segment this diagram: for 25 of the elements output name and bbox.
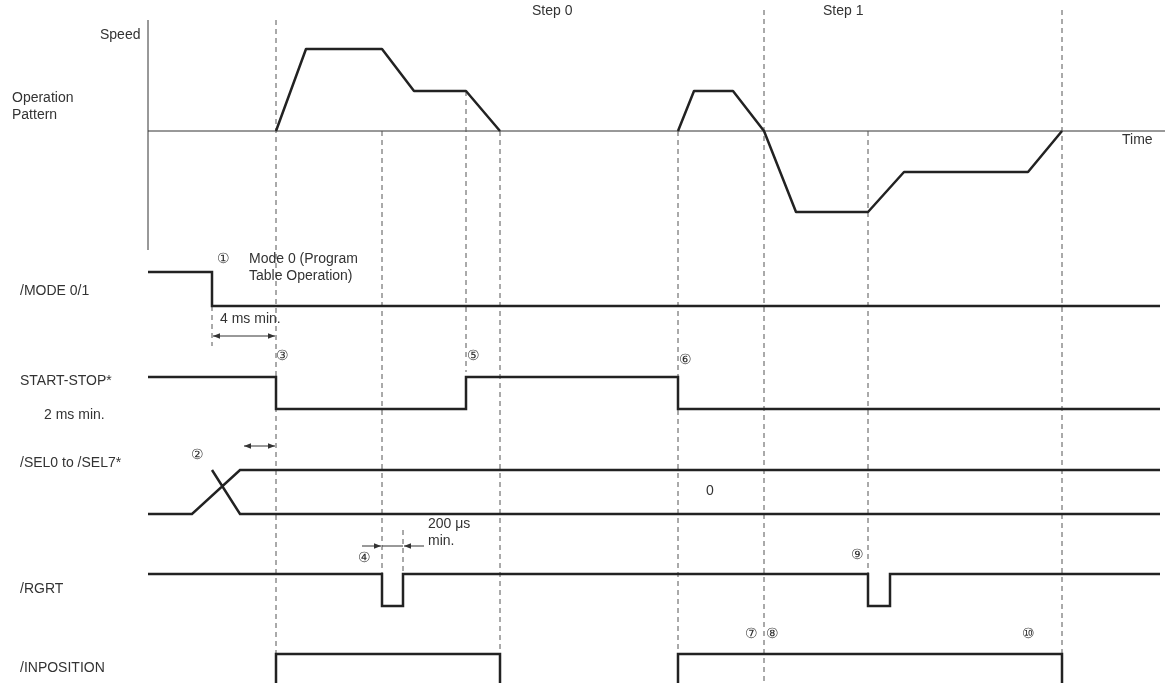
callout-number: ① xyxy=(217,250,230,267)
value-label: 0 xyxy=(706,482,714,499)
callout-number: ⑤ xyxy=(467,347,480,364)
step-label: Step 1 xyxy=(823,2,864,19)
dimension-label: 2 ms min. xyxy=(44,406,105,423)
callout-number: ④ xyxy=(358,549,371,566)
callout-number: ⑨ xyxy=(851,546,864,563)
dimension-label: 200 μs min. xyxy=(428,515,472,549)
signal-name: /SEL0 to /SEL7* xyxy=(20,454,122,471)
signal-name: /MODE 0/1 xyxy=(20,282,90,299)
step-label: Step 0 xyxy=(532,2,573,19)
callout-number: ⑦ xyxy=(745,625,758,642)
callout-number: ③ xyxy=(276,347,289,364)
axis-label: Operation Pattern xyxy=(12,89,75,123)
dimension-label: 4 ms min. xyxy=(220,310,281,327)
signal-name: /INPOSITION xyxy=(20,659,105,676)
callout-number: ⑩ xyxy=(1022,625,1035,642)
signal-name: START-STOP* xyxy=(20,372,112,389)
callout-number: ⑥ xyxy=(679,351,692,368)
axis-label: Speed xyxy=(100,26,141,43)
note: Mode 0 (Program Table Operation) xyxy=(249,250,359,284)
axis-label: Time xyxy=(1122,131,1153,148)
signal-name: /RGRT xyxy=(20,580,64,597)
callout-number: ② xyxy=(191,446,204,463)
callout-number: ⑧ xyxy=(766,625,779,642)
